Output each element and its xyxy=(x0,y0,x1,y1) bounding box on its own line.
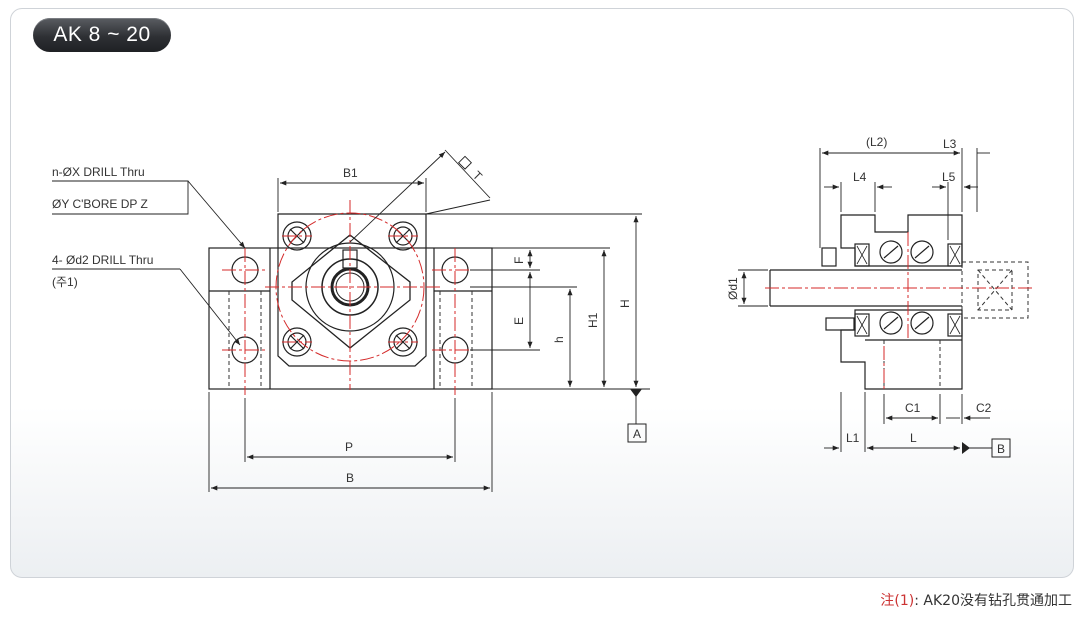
footnote: 注(1): AK20没有钻孔贯通加工 xyxy=(880,590,1072,610)
dim-c1: C1 xyxy=(905,401,921,415)
dim-t: T xyxy=(470,168,486,184)
dim-l1: L1 xyxy=(846,431,860,445)
drawing-panel xyxy=(10,8,1074,578)
dim-l: L xyxy=(910,431,917,445)
note-ref-label: (주1) xyxy=(52,275,78,289)
dim-h1: H1 xyxy=(586,312,600,328)
footnote-prefix: 注(1) xyxy=(880,593,915,609)
datum-b: B xyxy=(997,442,1005,456)
dim-d1: Ød1 xyxy=(726,277,740,300)
dim-l5: L5 xyxy=(942,170,956,184)
dim-c2: C2 xyxy=(976,401,992,415)
side-view xyxy=(769,214,963,390)
dim-f: F xyxy=(512,257,526,264)
dim-l3: L3 xyxy=(943,137,957,151)
dim-H: H xyxy=(618,299,632,308)
dim-h: h xyxy=(552,336,566,343)
d2-drill-label: 4- Ød2 DRILL Thru xyxy=(52,253,153,267)
dim-b: B xyxy=(346,471,354,485)
dim-b1: B1 xyxy=(343,166,358,180)
model-title: AK 8 ~ 20 xyxy=(33,18,171,52)
datum-a: A xyxy=(633,427,641,441)
dim-e: E xyxy=(512,317,526,325)
dim-l4: L4 xyxy=(853,170,867,184)
cbore-label: ØY C'BORE DP Z xyxy=(52,197,148,211)
drill-thru-label: n-ØX DRILL Thru xyxy=(52,165,145,179)
dim-l2: (L2) xyxy=(866,135,887,149)
dim-p: P xyxy=(345,440,353,454)
footnote-text: : AK20没有钻孔贯通加工 xyxy=(914,593,1072,609)
top-block xyxy=(277,213,427,248)
